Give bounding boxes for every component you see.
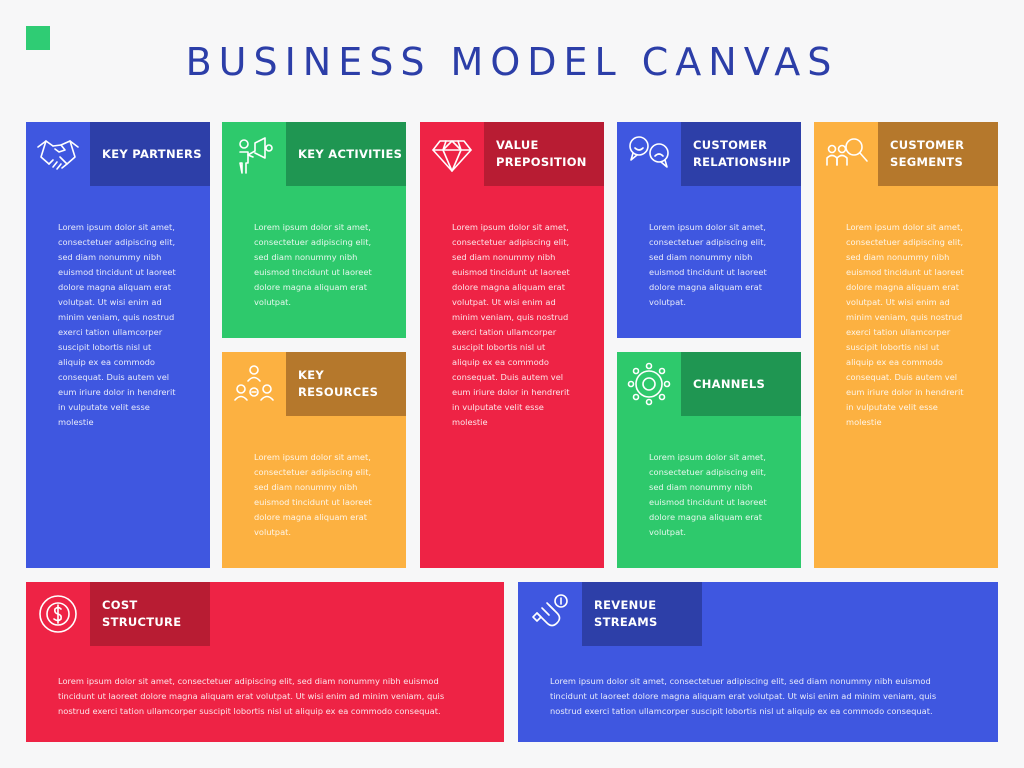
revenue-streams-text: Lorem ipsum dolor sit amet, consectetuer… xyxy=(550,676,937,716)
customer-relationship-text: Lorem ipsum dolor sit amet, consectetuer… xyxy=(649,222,767,307)
key-activities-block: KEY ACTIVITIES Lorem ipsum dolor sit ame… xyxy=(222,122,406,338)
distribution-icon xyxy=(617,352,681,416)
key-activities-title: KEY ACTIVITIES xyxy=(298,146,403,161)
revenue-streams-header: REVENUE STREAMS xyxy=(518,582,998,646)
magnet-coin-icon xyxy=(518,582,582,646)
value-proposition-header: VALUE PREPOSITION xyxy=(420,122,604,186)
megaphone-person-icon xyxy=(222,122,286,186)
dollar-cycle-icon xyxy=(26,582,90,646)
key-activities-text: Lorem ipsum dolor sit amet, consectetuer… xyxy=(254,222,372,307)
key-partners-header: KEY PARTNERS xyxy=(26,122,210,186)
key-partners-title: KEY PARTNERS xyxy=(102,146,202,161)
channels-header: CHANNELS xyxy=(617,352,801,416)
customer-segments-header: CUSTOMER SEGMENTS xyxy=(814,122,998,186)
channels-text: Lorem ipsum dolor sit amet, consectetuer… xyxy=(649,452,767,537)
value-proposition-text: Lorem ipsum dolor sit amet, consectetuer… xyxy=(452,222,570,427)
key-resources-header: KEY RESOURCES xyxy=(222,352,406,416)
revenue-streams-title: REVENUE STREAMS xyxy=(582,582,702,646)
key-partners-block: KEY PARTNERS Lorem ipsum dolor sit amet,… xyxy=(26,122,210,568)
customer-segments-title: CUSTOMER SEGMENTS xyxy=(890,138,965,169)
cost-structure-block: COST STRUCTURE Lorem ipsum dolor sit ame… xyxy=(26,582,504,742)
customer-segments-block: CUSTOMER SEGMENTS Lorem ipsum dolor sit … xyxy=(814,122,998,568)
customer-relationship-header: CUSTOMER RELATIONSHIP xyxy=(617,122,801,186)
channels-title: CHANNELS xyxy=(693,376,766,391)
value-proposition-title: VALUE PREPOSITION xyxy=(496,138,587,169)
key-resources-title: KEY RESOURCES xyxy=(298,368,379,399)
key-partners-text: Lorem ipsum dolor sit amet, consectetuer… xyxy=(58,222,176,427)
cost-structure-text: Lorem ipsum dolor sit amet, consectetuer… xyxy=(58,676,445,716)
channels-block: CHANNELS Lorem ipsum dolor sit amet, con… xyxy=(617,352,801,568)
people-search-icon xyxy=(814,122,878,186)
cost-structure-header: COST STRUCTURE xyxy=(26,582,504,646)
value-proposition-block: VALUE PREPOSITION Lorem ipsum dolor sit … xyxy=(420,122,604,568)
revenue-streams-block: REVENUE STREAMS Lorem ipsum dolor sit am… xyxy=(518,582,998,742)
chat-faces-icon xyxy=(617,122,681,186)
cost-structure-title: COST STRUCTURE xyxy=(90,582,210,646)
key-resources-text: Lorem ipsum dolor sit amet, consectetuer… xyxy=(254,452,372,537)
customer-relationship-title: CUSTOMER RELATIONSHIP xyxy=(693,138,791,169)
customer-segments-text: Lorem ipsum dolor sit amet, consectetuer… xyxy=(846,222,964,427)
customer-relationship-block: CUSTOMER RELATIONSHIP Lorem ipsum dolor … xyxy=(617,122,801,338)
key-resources-block: KEY RESOURCES Lorem ipsum dolor sit amet… xyxy=(222,352,406,568)
corner-accent-square xyxy=(26,26,50,50)
diamond-icon xyxy=(420,122,484,186)
people-network-icon xyxy=(222,352,286,416)
page-title: BUSINESS MODEL CANVAS xyxy=(185,40,839,84)
handshake-icon xyxy=(26,122,90,186)
key-activities-header: KEY ACTIVITIES xyxy=(222,122,406,186)
